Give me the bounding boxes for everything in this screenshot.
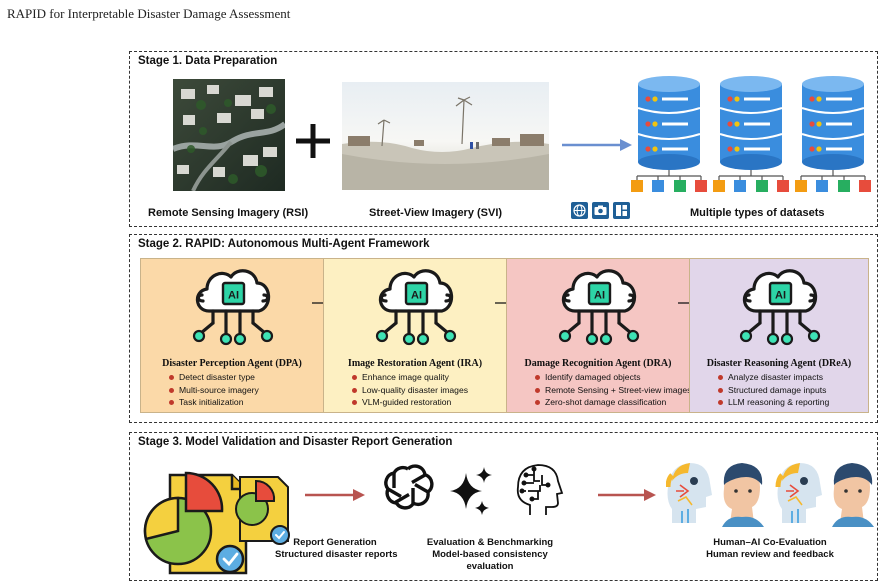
datasets-illustration [631, 76, 872, 193]
agent-capability-item: Remote Sensing + Street-view images [535, 384, 691, 397]
agent-capability-item: Task initialization [169, 396, 259, 409]
page-title: RAPID for Interpretable Disaster Damage … [7, 6, 291, 21]
evaluation-line-3: evaluation [466, 561, 514, 572]
agent-capability-item: VLM-guided restoration [352, 396, 468, 409]
agent-capability-item: Low-quality disaster images [352, 384, 468, 397]
robot-head-icon [666, 463, 712, 523]
agent-name: Disaster Reasoning Agent (DReA) [706, 358, 852, 369]
agent-card-4: AI Disaster Reasoning Agent (DReA) Analy… [689, 258, 869, 413]
svg-text:AI: AI [411, 290, 422, 302]
globe-icon [571, 202, 588, 219]
ai-cloud-agent-icon: AI [558, 269, 640, 346]
svg-text:AI: AI [775, 290, 786, 302]
human-line-1: Human–AI Co-Evaluation [713, 537, 827, 548]
ai-head-icon [516, 464, 564, 515]
human-ai-text: Human–AI Co-Evaluation Human review and … [695, 537, 845, 561]
evaluation-line-1: Evaluation & Benchmarking [426, 537, 554, 548]
agent-name: Image Restoration Agent (IRA) [347, 358, 483, 369]
report-line-1: Report Generation [293, 537, 377, 548]
agent-capability-item: Zero-shot damage classification [535, 396, 691, 409]
rsi-caption: Remote Sensing Imagery (RSI) [148, 207, 309, 219]
camera-icon [592, 202, 609, 219]
agent-capability-item: Enhance image quality [352, 371, 468, 384]
document-icon [613, 202, 630, 219]
street-view-image [342, 82, 549, 190]
svg-text:AI: AI [228, 290, 239, 302]
stage-1-panel: Stage 1. Data Preparation [129, 51, 878, 227]
remote-sensing-image [173, 79, 285, 191]
report-arrow [305, 489, 365, 501]
agent-name: Damage Recognition Agent (DRA) [524, 358, 672, 369]
agent-name: Disaster Perception Agent (DPA) [162, 358, 302, 369]
plus-icon [296, 124, 330, 158]
agent-capability-item: Analyze disaster impacts [718, 371, 829, 384]
human-head-icon [722, 463, 764, 527]
sparkle-icon [450, 467, 492, 515]
evaluation-line-2: Model-based consistency [432, 549, 548, 560]
agent-capability-item: Detect disaster type [169, 371, 259, 384]
datasets-caption: Multiple types of datasets [690, 207, 825, 219]
agent-capability-item: Structured damage inputs [718, 384, 829, 397]
ai-cloud-agent-icon: AI [739, 269, 821, 346]
stage-3-title: Stage 3. Model Validation and Disaster R… [138, 436, 453, 448]
data-flow-arrow [562, 139, 632, 151]
human-ai-pairs-illustration [666, 451, 876, 527]
human-line-2: Human review and feedback [706, 549, 834, 560]
stage-2-title: Stage 2. RAPID: Autonomous Multi-Agent F… [138, 238, 430, 250]
report-documents-icon [143, 471, 290, 575]
llm-logo-icon [384, 464, 434, 510]
evaluation-arrow [598, 489, 656, 501]
agent-capability-item: Multi-source imagery [169, 384, 259, 397]
evaluation-text: Evaluation & Benchmarking Model-based co… [410, 537, 570, 573]
agent-card-1: AI Disaster Perception Agent (DPA) Detec… [140, 258, 324, 413]
agent-card-3: AI Damage Recognition Agent (DRA) Identi… [506, 258, 691, 413]
svg-text:AI: AI [594, 290, 605, 302]
stage-2-panel: Stage 2. RAPID: Autonomous Multi-Agent F… [129, 234, 878, 423]
svi-caption: Street-View Imagery (SVI) [369, 207, 503, 219]
agent-card-2: AI Image Restoration Agent (IRA) Enhance… [323, 258, 507, 413]
agent-capability-item: LLM reasoning & reporting [718, 396, 829, 409]
agent-capability-item: Identify damaged objects [535, 371, 691, 384]
database-icon [631, 76, 707, 192]
report-line-2: Structured disaster reports [275, 549, 398, 560]
ai-cloud-agent-icon: AI [375, 269, 457, 346]
ai-cloud-agent-icon: AI [192, 269, 274, 346]
stage-1-title: Stage 1. Data Preparation [138, 55, 278, 67]
report-text: Report Generation Structured disaster re… [275, 537, 398, 561]
stage-3-panel: Stage 3. Model Validation and Disaster R… [129, 432, 878, 581]
